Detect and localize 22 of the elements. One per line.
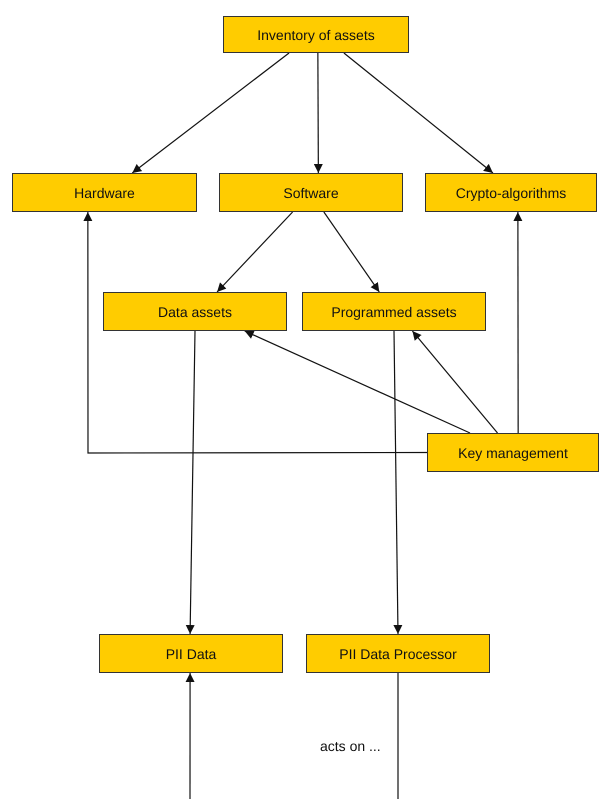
process-box: Programmed assets [302, 292, 486, 331]
arrow [244, 330, 470, 434]
arrow [344, 52, 494, 174]
process-box: Crypto-algorithms [425, 173, 597, 212]
process-box: Key management [427, 433, 599, 472]
arrow [513, 212, 522, 433]
process-box: Hardware [12, 173, 197, 212]
arrow [186, 331, 196, 634]
arrow [216, 212, 294, 292]
arrow [83, 212, 427, 454]
arrow [186, 673, 195, 799]
process-box: Inventory of assets [223, 16, 409, 53]
arrow [323, 212, 380, 292]
process-box: PII Data Processor [306, 634, 490, 673]
process-box: PII Data [99, 634, 283, 673]
arrow [314, 53, 323, 173]
connector-line [397, 673, 399, 799]
arrow [393, 331, 402, 634]
process-box: Software [219, 173, 403, 212]
arrow [412, 330, 498, 434]
process-box: Data assets [103, 292, 287, 331]
arrow [132, 52, 290, 174]
